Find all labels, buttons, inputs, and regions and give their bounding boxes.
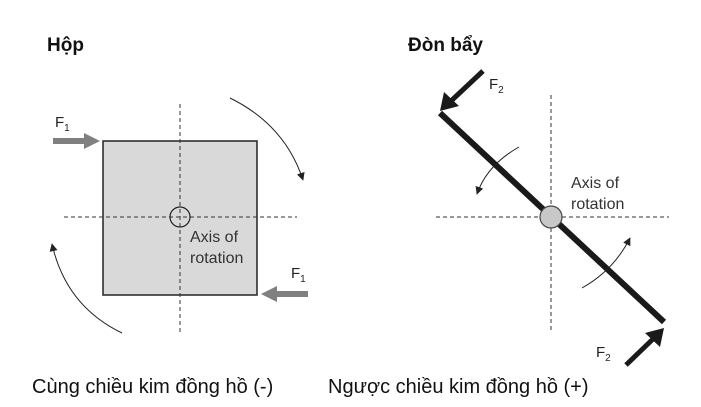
box-force-top-label: F1 (55, 114, 70, 134)
lever-force-bottom-arrow (624, 328, 664, 367)
lever-rotation-arrow-top (475, 146, 520, 195)
box-axis-label-line2: rotation (190, 250, 243, 267)
box-title: Hộp (47, 35, 84, 56)
lever-axis-label-line2: rotation (571, 196, 624, 213)
lever-force-top-label: F2 (489, 76, 504, 96)
box-axis-label-line1: Axis of (190, 229, 239, 246)
box-panel: Hộp Axis of rotation F1 F1 Cùng chiều ki… (32, 35, 308, 398)
lever-title: Đòn bẩy (408, 35, 483, 56)
box-rotation-arrow-bottom (49, 243, 123, 334)
lever-force-bottom-label: F2 (596, 344, 611, 364)
lever-pivot (539, 205, 563, 229)
lever-rotation-arrow-bottom (581, 237, 631, 289)
box-rotation-arrow-top (229, 97, 305, 181)
lever-axis-label-line1: Axis of (571, 175, 620, 192)
box-pivot (169, 206, 191, 228)
box-caption: Cùng chiều kim đồng hồ (-) (32, 376, 273, 398)
box-force-bottom-arrow (261, 286, 308, 302)
lever-panel: Đòn bẩy Axis of rotation F2 F2 Ngược chi… (328, 35, 669, 398)
box-force-top-arrow (53, 133, 100, 149)
lever-force-top-arrow (440, 69, 485, 111)
box-force-bottom-label: F1 (291, 265, 306, 285)
lever-caption: Ngược chiều kim đồng hồ (+) (328, 376, 589, 398)
